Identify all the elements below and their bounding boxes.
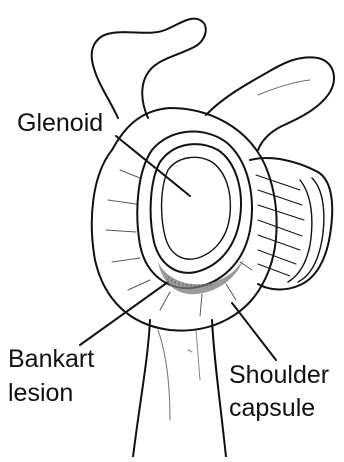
humerus-contour [158, 330, 170, 420]
glenoid-fossa [151, 144, 241, 273]
coracoid-process [92, 19, 206, 118]
label-shoulder-line1: Shoulder [229, 360, 329, 390]
rotator-cuff [250, 158, 332, 289]
humerus-shaft [133, 320, 226, 457]
label-shoulder-line2: capsule [229, 393, 315, 423]
bankart-lesion-shading [158, 258, 244, 294]
tendon-ends [288, 178, 324, 282]
label-glenoid: Glenoid [17, 108, 103, 138]
capsule-leader [232, 303, 276, 360]
label-bankart-line1: Bankart [8, 344, 94, 374]
bone-contour [188, 330, 200, 380]
glenoid-inner [162, 157, 231, 259]
muscle-striations [256, 175, 304, 276]
acromion-line [258, 80, 310, 95]
capsule-striations [106, 170, 252, 316]
glenoid-rim [137, 132, 252, 289]
label-bankart-line2: lesion [8, 378, 73, 408]
shoulder-capsule-outer [92, 108, 277, 331]
bankart-leader [80, 282, 168, 345]
acromion [206, 57, 334, 150]
